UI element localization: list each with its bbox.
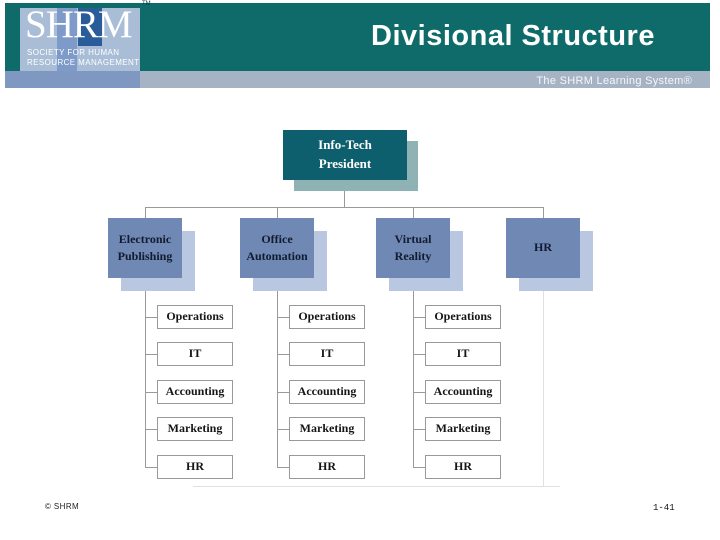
connector-stub [413,429,425,430]
division-box-office-automation: Office Automation [240,218,314,278]
connector-division-drop [413,207,414,218]
header-subband-left [5,71,140,88]
dept-box-marketing: Marketing [289,417,365,441]
dept-box-marketing: Marketing [157,417,233,441]
learning-system-tagline: The SHRM Learning System® [536,75,692,87]
dept-box-operations: Operations [289,305,365,329]
slide-number: 1-41 [653,503,675,513]
root-box-president: Info-Tech President [283,130,407,180]
connector-column-hang [277,278,278,467]
logo-stripe-medium [57,8,77,71]
dept-box-accounting: Accounting [157,380,233,404]
dept-box-operations: Operations [157,305,233,329]
division-box-hr: HR [506,218,580,278]
connector-stub [277,467,289,468]
dept-box-operations: Operations [425,305,501,329]
connector-column-hang [413,278,414,467]
connector-stub [145,392,157,393]
trademark-symbol: TM [142,1,151,7]
shrm-logo: SHRM SOCIETY FOR HUMAN RESOURCE MANAGEME… [20,3,140,71]
copyright-text: © SHRM [45,502,80,511]
connector-stub [145,354,157,355]
logo-acronym: SHRM [25,3,133,46]
connector-stub [413,317,425,318]
connector-stub [277,392,289,393]
connector-division-drop [543,207,544,218]
connector-division-drop [277,207,278,218]
connector-stub [277,317,289,318]
dept-box-hr: HR [425,455,501,479]
dept-box-marketing: Marketing [425,417,501,441]
connector-division-drop [145,207,146,218]
dept-box-accounting: Accounting [425,380,501,404]
division-box-electronic-publishing: Electronic Publishing [108,218,182,278]
connector-stub [145,429,157,430]
connector-root-drop [344,191,345,207]
faint-connector-vertical [543,291,544,486]
logo-subtitle-line2: RESOURCE MANAGEMENT [27,58,140,67]
connector-stub [413,392,425,393]
header-subband-right: The SHRM Learning System® [140,71,710,88]
connector-horizontal [145,207,544,208]
connector-stub [277,354,289,355]
connector-stub [413,354,425,355]
dept-box-accounting: Accounting [289,380,365,404]
connector-column-hang [145,278,146,467]
connector-stub [277,429,289,430]
connector-stub [145,467,157,468]
division-box-virtual-reality: Virtual Reality [376,218,450,278]
logo-subtitle-line1: SOCIETY FOR HUMAN [27,48,120,57]
dept-box-it: IT [157,342,233,366]
dept-box-hr: HR [289,455,365,479]
connector-stub [145,317,157,318]
dept-box-hr: HR [157,455,233,479]
dept-box-it: IT [289,342,365,366]
connector-stub [413,467,425,468]
faint-connector-horizontal [193,486,560,487]
logo-stripe-dark [78,8,102,46]
dept-box-it: IT [425,342,501,366]
page-title: Divisional Structure [371,20,655,52]
